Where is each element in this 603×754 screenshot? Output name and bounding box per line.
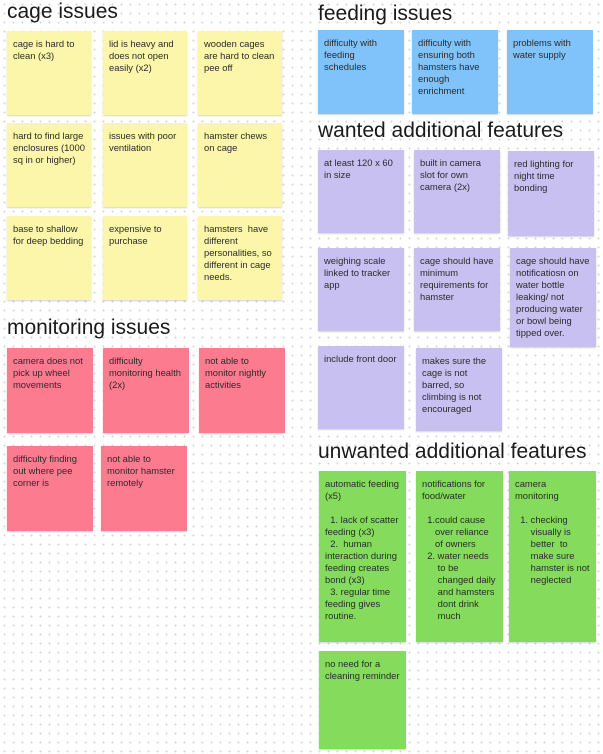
- sticky-note-text: problems with water supply: [513, 37, 574, 60]
- sticky-note-text: cage should have minimum requirements fo…: [420, 255, 497, 302]
- sticky-note[interactable]: include front door: [318, 346, 404, 429]
- sticky-note-text: lid is heavy and does not open easily (x…: [109, 38, 177, 73]
- sticky-note-text: difficulty with ensuring both hamsters h…: [418, 37, 483, 96]
- sticky-note-text: camera does not pick up wheel movements: [13, 355, 86, 390]
- sticky-note-text: wooden cages are hard to clean pee off: [204, 38, 277, 73]
- sticky-note-text: difficulty with feeding schedules: [324, 37, 380, 72]
- sticky-note-text: no need for a cleaning reminder: [325, 658, 400, 681]
- sticky-note-text: camera monitoring 1. checking visually i…: [515, 478, 590, 585]
- sticky-note[interactable]: hard to find large enclosures (1000 sq i…: [7, 123, 91, 207]
- sticky-note[interactable]: red lighting for night time bonding: [508, 151, 594, 236]
- sticky-note[interactable]: notifications for food/water 1.could cau…: [416, 471, 503, 642]
- sticky-note-text: at least 120 x 60 in size: [324, 157, 396, 180]
- sticky-note-text: difficulty finding out where pee corner …: [13, 453, 80, 488]
- sticky-note[interactable]: difficulty with ensuring both hamsters h…: [412, 30, 498, 114]
- sticky-note[interactable]: weighing scale linked to tracker app: [318, 248, 404, 331]
- sticky-note[interactable]: cage should have notificatiosn on water …: [510, 248, 596, 347]
- sticky-note[interactable]: hamster chews on cage: [198, 123, 282, 207]
- sticky-note-text: include front door: [324, 353, 397, 364]
- section-title-feeding-issues: feeding issues: [318, 2, 453, 25]
- sticky-note-text: not able to monitor nightly activities: [205, 355, 269, 390]
- sticky-note-text: hard to find large enclosures (1000 sq i…: [13, 130, 88, 165]
- sticky-note[interactable]: difficulty monitoring health (2x): [103, 348, 189, 433]
- sticky-note[interactable]: hamsters have different personalities, s…: [198, 216, 282, 300]
- sticky-note-text: expensive to purchase: [109, 223, 165, 246]
- sticky-note[interactable]: wooden cages are hard to clean pee off: [198, 31, 282, 115]
- section-title-cage-issues: cage issues: [7, 0, 118, 23]
- sticky-note-text: not able to monitor hamster remotely: [107, 453, 178, 488]
- sticky-note[interactable]: built in camera slot for own camera (2x): [414, 150, 500, 233]
- sticky-note[interactable]: base to shallow for deep bedding: [7, 216, 91, 300]
- sticky-note-text: weighing scale linked to tracker app: [324, 255, 393, 290]
- sticky-note-text: base to shallow for deep bedding: [13, 223, 84, 246]
- sticky-note[interactable]: not able to monitor hamster remotely: [101, 446, 187, 531]
- sticky-note-text: issues with poor ventilation: [109, 130, 179, 153]
- sticky-note[interactable]: cage is hard to clean (x3): [7, 31, 91, 115]
- sticky-note[interactable]: makes sure the cage is not barred, so cl…: [416, 348, 502, 431]
- sticky-note[interactable]: at least 120 x 60 in size: [318, 150, 404, 233]
- sticky-note[interactable]: automatic feeding (x5) 1. lack of scatte…: [319, 471, 406, 642]
- sticky-note-text: makes sure the cage is not barred, so cl…: [422, 355, 489, 414]
- sticky-note[interactable]: difficulty with feeding schedules: [318, 30, 404, 114]
- sticky-note[interactable]: camera monitoring 1. checking visually i…: [509, 471, 596, 642]
- sticky-note-text: difficulty monitoring health (2x): [109, 355, 184, 390]
- sticky-note[interactable]: expensive to purchase: [103, 216, 187, 300]
- sticky-note[interactable]: not able to monitor nightly activities: [199, 348, 285, 433]
- sticky-note[interactable]: camera does not pick up wheel movements: [7, 348, 93, 433]
- sticky-note[interactable]: difficulty finding out where pee corner …: [7, 446, 93, 531]
- section-title-unwanted-features: unwanted additional features: [318, 440, 587, 463]
- sticky-note[interactable]: no need for a cleaning reminder: [319, 651, 406, 749]
- sticky-note[interactable]: issues with poor ventilation: [103, 123, 187, 207]
- sticky-note-text: hamster chews on cage: [204, 130, 270, 153]
- sticky-note[interactable]: cage should have minimum requirements fo…: [414, 248, 500, 331]
- sticky-note-text: red lighting for night time bonding: [514, 158, 577, 193]
- sticky-note-text: hamsters have different personalities, s…: [204, 223, 275, 282]
- sticky-note[interactable]: lid is heavy and does not open easily (x…: [103, 31, 187, 115]
- sticky-note[interactable]: problems with water supply: [507, 30, 593, 114]
- section-title-monitoring-issues: monitoring issues: [7, 316, 171, 339]
- sticky-note-text: cage is hard to clean (x3): [13, 38, 78, 61]
- sticky-note-text: cage should have notificatiosn on water …: [516, 255, 593, 338]
- sticky-note-text: notifications for food/water 1.could cau…: [422, 478, 496, 621]
- sticky-note-text: built in camera slot for own camera (2x): [420, 157, 484, 192]
- section-title-wanted-features: wanted additional features: [318, 119, 564, 142]
- sticky-note-text: automatic feeding (x5) 1. lack of scatte…: [325, 478, 400, 621]
